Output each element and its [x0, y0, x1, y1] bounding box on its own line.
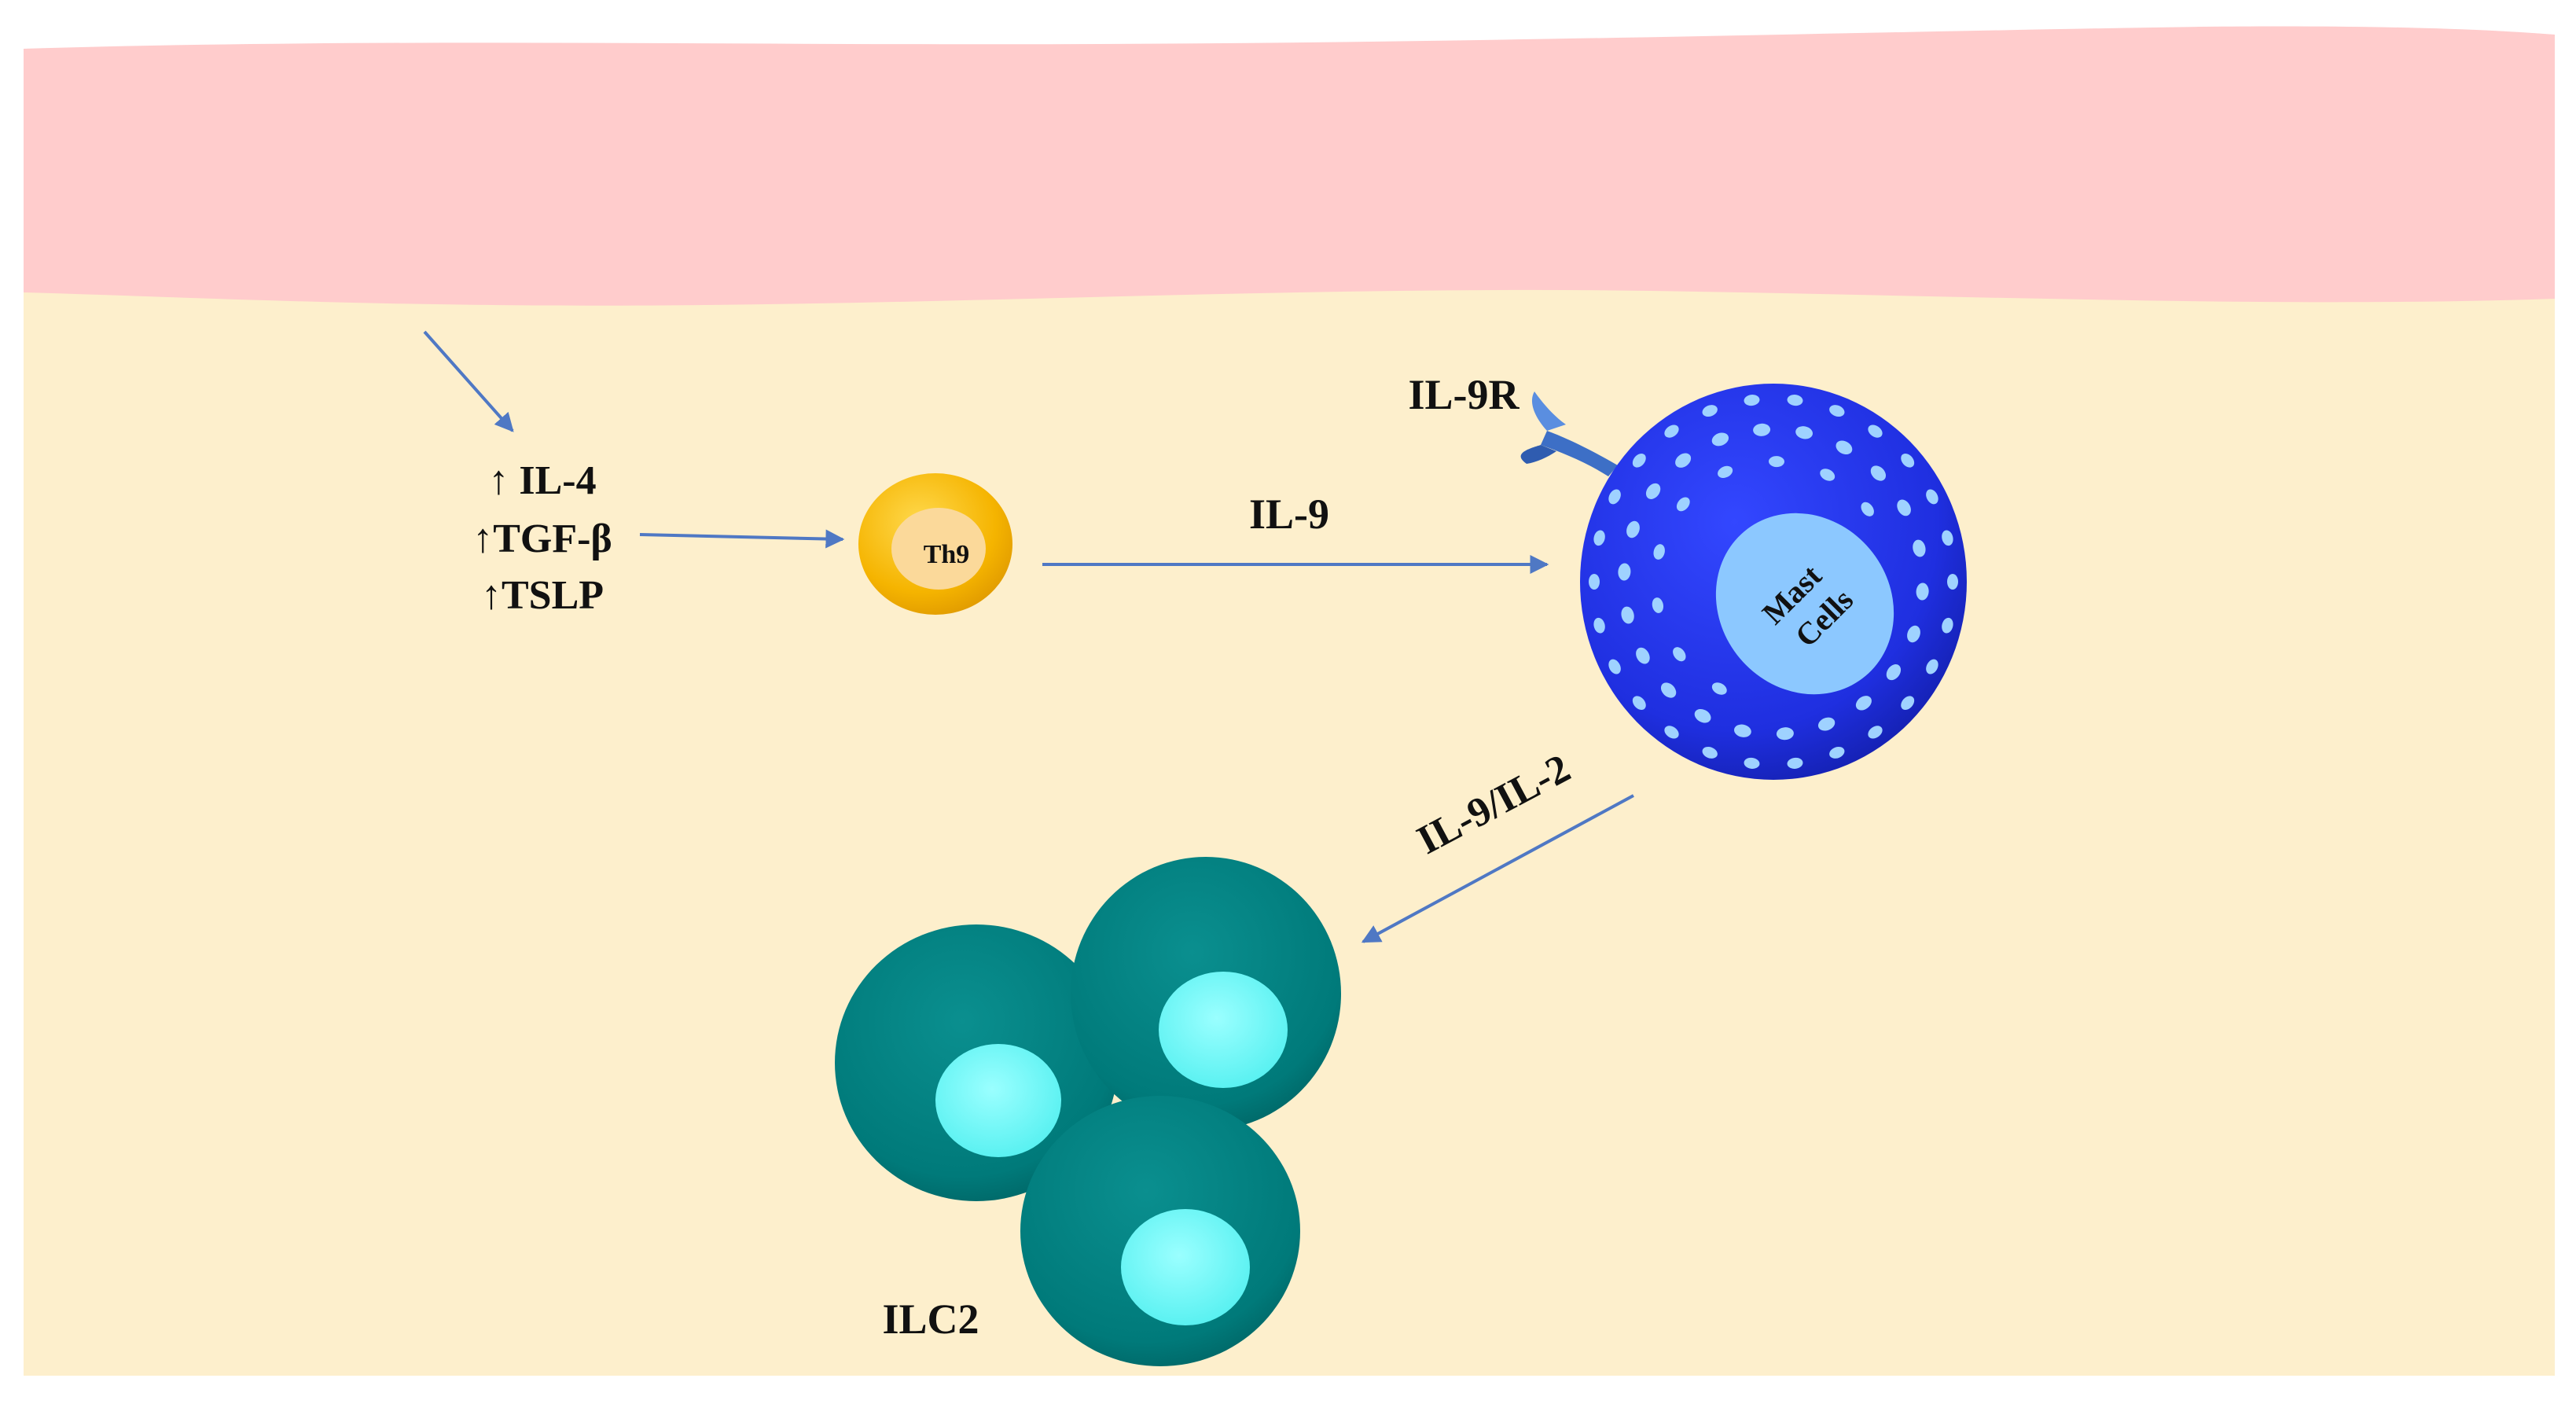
tslp-label: ↑TSLP — [481, 573, 604, 618]
mast-cell-granule — [1608, 659, 1621, 674]
mast-cell-granule — [1901, 696, 1915, 711]
mast-cell-granule — [1829, 746, 1845, 759]
mast-cell-granule — [1652, 597, 1664, 613]
ilc2-cell — [1071, 857, 1341, 1130]
ilc2-cell — [835, 924, 1118, 1201]
mast-cell-granule — [1711, 682, 1727, 695]
epithelium-layer — [24, 26, 2555, 306]
mast-cell-granule — [1907, 625, 1920, 643]
mast-cell-granule — [1897, 499, 1911, 516]
cytokines-to-th9-arrow — [639, 529, 845, 549]
mast-cell-granule — [1621, 606, 1634, 624]
ilc2-label: ILC2 — [882, 1296, 979, 1343]
mast-cell-granule — [1734, 724, 1751, 737]
mast-cell-granule — [1626, 520, 1640, 538]
mast-cell-granule — [1618, 563, 1631, 581]
mast-cell-granule — [1868, 726, 1883, 739]
epithelium-to-cytokines-arrow — [423, 330, 514, 432]
mast-cell-granule — [1675, 453, 1692, 468]
mast-cell-granule — [1836, 440, 1853, 455]
mast-cell-granule — [1913, 539, 1926, 557]
mast-cell-granule — [1886, 664, 1902, 681]
mast-cell-granule — [1653, 544, 1665, 560]
mast-cell-granule — [1787, 757, 1803, 769]
mast-cell-granule — [1787, 395, 1803, 406]
mast-cell-to-ilc2-arrow — [1361, 794, 1634, 943]
mast-cell-granule — [1795, 426, 1813, 439]
mast-cell-granule — [1589, 574, 1600, 590]
mast-cell-granule — [1702, 746, 1718, 759]
mast-cell-granule — [1753, 423, 1771, 436]
mast-cell-granule — [1870, 465, 1887, 481]
tgfb-label: ↑TGF-β — [472, 516, 612, 561]
mast-cell-granule — [1645, 483, 1661, 499]
mast-cell-granule — [1776, 727, 1794, 741]
il9-label: IL-9 — [1249, 491, 1329, 538]
mast-cell-granule — [1593, 530, 1605, 546]
ilc2-cell — [1020, 1096, 1300, 1366]
mast-cell-granules — [1589, 395, 1958, 769]
mast-cell-granule — [1942, 530, 1953, 546]
mast-cell-granule — [1694, 708, 1711, 723]
mast-cell-granule — [1744, 757, 1760, 769]
mast-cell-granule — [1664, 726, 1679, 739]
mast-cell-granule — [1664, 425, 1679, 438]
mast-cell-nucleus — [1715, 513, 1894, 695]
th9-cell: Th9 — [858, 473, 1012, 615]
mast-cell-granule — [1817, 717, 1836, 731]
mast-cell-granule — [1901, 453, 1915, 468]
mast-cell-granule — [1608, 489, 1621, 505]
il9r-label: IL-9R — [1408, 371, 1520, 418]
il9-receptor-icon — [1520, 391, 1618, 476]
mast-cell-granule — [1861, 502, 1874, 516]
mast-cell-granule — [1868, 425, 1883, 438]
mast-cell-granule — [1632, 696, 1646, 711]
mast-cell-granule — [1676, 497, 1690, 512]
mast-cell-granule — [1718, 465, 1733, 478]
mast-cell-granule — [1660, 682, 1677, 698]
mast-cell-granule — [1711, 432, 1729, 447]
mast-cell-granule — [1926, 659, 1938, 674]
mast-cell-granule — [1947, 574, 1958, 590]
mast-cell-granule — [1855, 696, 1872, 711]
mast-cell: Mast Cells — [1580, 384, 1967, 780]
mast-cell-granule — [1744, 395, 1760, 406]
mast-cell-granule — [1673, 647, 1686, 662]
mast-cell-granule — [1829, 405, 1845, 417]
mast-cell-granule — [1632, 453, 1646, 468]
mast-cell-granule — [1593, 617, 1605, 634]
th9-label: Th9 — [924, 540, 970, 569]
il4-label: ↑ IL-4 — [488, 458, 596, 503]
mast-cell-granule — [1916, 583, 1929, 601]
mast-cell-granule — [1769, 456, 1784, 468]
mast-cell-granule — [1636, 647, 1650, 664]
mast-cell-granule — [1942, 617, 1953, 634]
ilc2-cell-cluster — [835, 857, 1341, 1366]
mast-cell-granule — [1926, 489, 1938, 505]
mast-cell-granule — [1702, 405, 1718, 417]
mast-cell-granule — [1820, 469, 1836, 481]
